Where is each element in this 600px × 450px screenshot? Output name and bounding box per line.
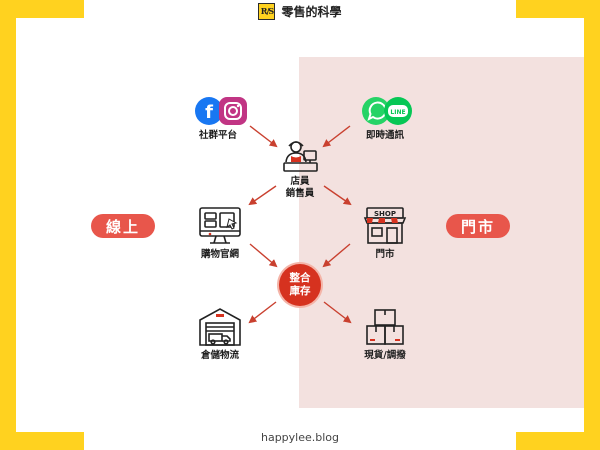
node-ecommerce-label: 購物官網 (200, 249, 239, 260)
node-store-label: 門市 (375, 249, 395, 260)
node-staff: 店員 銷售員 (270, 138, 330, 200)
node-staff-label-2: 銷售員 (285, 188, 315, 199)
brand-logo: R/S (258, 2, 276, 20)
computer-shop-icon (199, 207, 241, 244)
arrow-ecommerce-to-center (249, 243, 278, 268)
store-region-panel (299, 57, 584, 408)
node-staff-label-1: 店員 (290, 176, 310, 187)
arrow-messaging-to-staff (322, 125, 351, 148)
yellow-frame-right (584, 0, 600, 450)
node-social: f 社群平台 (183, 94, 253, 142)
arrow-center-to-pickup (323, 301, 352, 324)
node-pickup-label: 現貨/調撥 (364, 350, 406, 361)
integrated-inventory-hub: 整合 庫存 (279, 264, 321, 306)
header: R/S 零售的科學 (0, 0, 600, 22)
header-title: 零售的科學 (281, 4, 342, 19)
storefront-icon: SHOP (363, 207, 407, 244)
yellow-frame-top-left (0, 0, 84, 18)
svg-text:f: f (205, 102, 213, 123)
line-badge-text: LINE (390, 109, 405, 116)
center-label-2: 庫存 (289, 285, 311, 297)
boxes-icon (366, 309, 404, 345)
node-social-label: 社群平台 (198, 130, 237, 141)
node-pickup: 現貨/調撥 (350, 306, 420, 362)
footer-url: happylee.blog (260, 431, 340, 444)
yellow-frame-bottom-left (0, 432, 84, 450)
yellow-frame-top-right (516, 0, 600, 18)
center-label-1: 整合 (289, 272, 311, 284)
arrow-staff-to-ecommerce (248, 185, 277, 206)
node-messaging-label: 即時通訊 (365, 130, 404, 141)
warehouse-truck-icon (199, 308, 241, 346)
node-ecommerce: 購物官網 (185, 205, 255, 261)
node-store: SHOP 門市 (350, 205, 420, 261)
arrow-social-to-staff (249, 125, 278, 148)
arrow-staff-to-store (323, 185, 352, 206)
node-messaging: LINE 即時通訊 (350, 94, 420, 142)
online-label: 線上 (91, 214, 155, 238)
cashier-icon (283, 141, 318, 172)
social-icons: f (195, 97, 247, 125)
messaging-icons: LINE (362, 97, 412, 125)
arrow-center-to-warehouse (248, 301, 277, 324)
yellow-frame-bottom-right (516, 432, 600, 450)
yellow-frame-left (0, 0, 16, 450)
shop-sign-text: SHOP (374, 210, 396, 218)
node-warehouse: 倉儲物流 (185, 306, 255, 362)
store-label: 門市 (446, 214, 510, 238)
arrow-store-to-center (322, 243, 351, 268)
node-warehouse-label: 倉儲物流 (200, 350, 239, 361)
